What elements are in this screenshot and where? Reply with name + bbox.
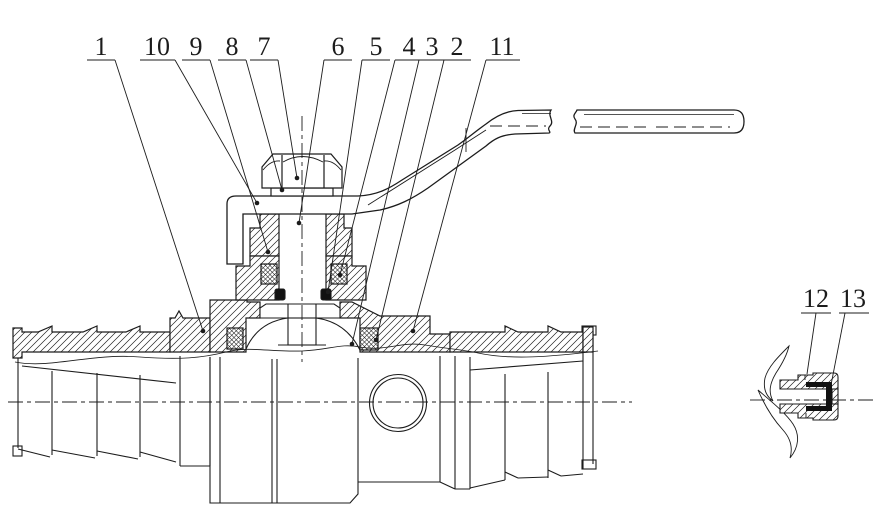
body-lower-block — [209, 357, 359, 504]
port-circle-outer — [368, 373, 428, 433]
callout-dot-10 — [254, 200, 260, 206]
detail-retainer-ring — [804, 375, 807, 418]
callout-leader-6 — [298, 59, 325, 224]
callout-leader-2 — [375, 59, 445, 341]
callout-label-5: 5 — [370, 32, 383, 61]
callout-leader-12 — [806, 312, 817, 375]
callout-dot-4 — [337, 272, 343, 278]
callout-label-9: 9 — [190, 32, 203, 61]
callout-label-4: 4 — [403, 32, 416, 61]
handle-hidden-lines — [490, 125, 730, 128]
stem-packing-left — [260, 263, 278, 285]
hex-nut-chamfer-arcs — [262, 156, 342, 171]
callout-label-2: 2 — [451, 32, 464, 61]
callout-leader-10 — [174, 59, 258, 204]
half-section-break-line — [14, 343, 599, 365]
callout-leader-13 — [830, 312, 846, 386]
centerlines — [8, 116, 876, 403]
detail-cap-section — [831, 388, 839, 405]
right-barb-wall-section — [449, 325, 584, 353]
callout-10: 10 — [140, 32, 260, 206]
seat-seal-left — [226, 327, 244, 350]
callout-5: 5 — [325, 32, 390, 295]
callout-dot-7 — [294, 175, 300, 181]
stem-flange — [259, 303, 341, 319]
callout-dot-5 — [325, 289, 331, 295]
handle-right-part — [573, 109, 745, 134]
stem-flange-steps — [287, 304, 317, 318]
barb-taper-line — [469, 360, 584, 371]
callout-label-10: 10 — [144, 32, 170, 61]
callout-label-8: 8 — [226, 32, 239, 61]
callout-3: 3 — [349, 32, 445, 347]
callout-6: 6 — [296, 32, 352, 226]
handle-fold-line — [367, 129, 487, 206]
ball-surface-left — [245, 317, 289, 350]
callout-dot-3 — [349, 341, 355, 347]
handle-left-part — [226, 109, 553, 265]
callout-label-13: 13 — [840, 284, 866, 313]
callout-leader-5 — [327, 59, 363, 293]
hex-nut-facets — [281, 155, 325, 188]
callout-leader-9 — [209, 59, 269, 253]
handle-lever — [226, 109, 745, 265]
callout-4: 4 — [337, 32, 423, 278]
callout-11: 11 — [410, 32, 520, 334]
callout-dot-6 — [296, 220, 302, 226]
ball-surface-right — [315, 317, 361, 351]
callout-12: 12 — [801, 284, 831, 375]
stem-oring-left — [274, 288, 286, 301]
callout-leader-1 — [114, 59, 204, 332]
callout-leader-7 — [277, 59, 298, 179]
callout-13: 13 — [830, 284, 869, 386]
callout-dot-2 — [373, 337, 379, 343]
callout-1: 1 — [87, 32, 206, 334]
body-side-port — [358, 356, 441, 483]
callout-9: 9 — [182, 32, 271, 255]
barb-bottom-profile — [17, 448, 177, 463]
callout-7: 7 — [250, 32, 300, 181]
detail-seal-cup — [806, 382, 832, 411]
barb-end-lip — [12, 445, 23, 457]
left-hose-barb-external — [12, 358, 177, 463]
callout-label-1: 1 — [95, 32, 108, 61]
callout-leader-3 — [351, 59, 420, 345]
left-coupling-external — [179, 356, 211, 467]
detail-view — [757, 344, 839, 459]
callout-label-7: 7 — [258, 32, 271, 61]
handle-inner-edge — [522, 113, 734, 115]
right-hose-barb-external — [439, 325, 597, 490]
body-left-section — [209, 299, 261, 353]
right-end-cap-section — [582, 326, 594, 353]
callout-label-3: 3 — [426, 32, 439, 61]
sectioned-parts — [12, 213, 594, 359]
barb-taper-line — [21, 365, 177, 384]
barb-step-edges — [51, 371, 141, 457]
left-barb-wall-section — [12, 325, 171, 359]
callout-2: 2 — [373, 32, 471, 343]
barb-end-lip — [581, 459, 597, 470]
callout-8: 8 — [218, 32, 285, 193]
callout-label-11: 11 — [489, 32, 514, 61]
callout-label-12: 12 — [803, 284, 829, 313]
callout-leader-8 — [245, 59, 283, 191]
callout-dot-1 — [200, 328, 206, 334]
callout-dot-8 — [279, 187, 285, 193]
port-circle-inner — [372, 377, 424, 429]
external-view — [12, 325, 597, 504]
gland-left-section — [249, 213, 280, 257]
detail-break-petal-upper — [763, 344, 790, 402]
callout-leader-11 — [412, 59, 487, 332]
callout-dot-11 — [410, 328, 416, 334]
gland-right-section — [325, 213, 353, 257]
callout-leader-4 — [339, 59, 396, 276]
callout-dot-9 — [265, 249, 271, 255]
callout-label-6: 6 — [332, 32, 345, 61]
